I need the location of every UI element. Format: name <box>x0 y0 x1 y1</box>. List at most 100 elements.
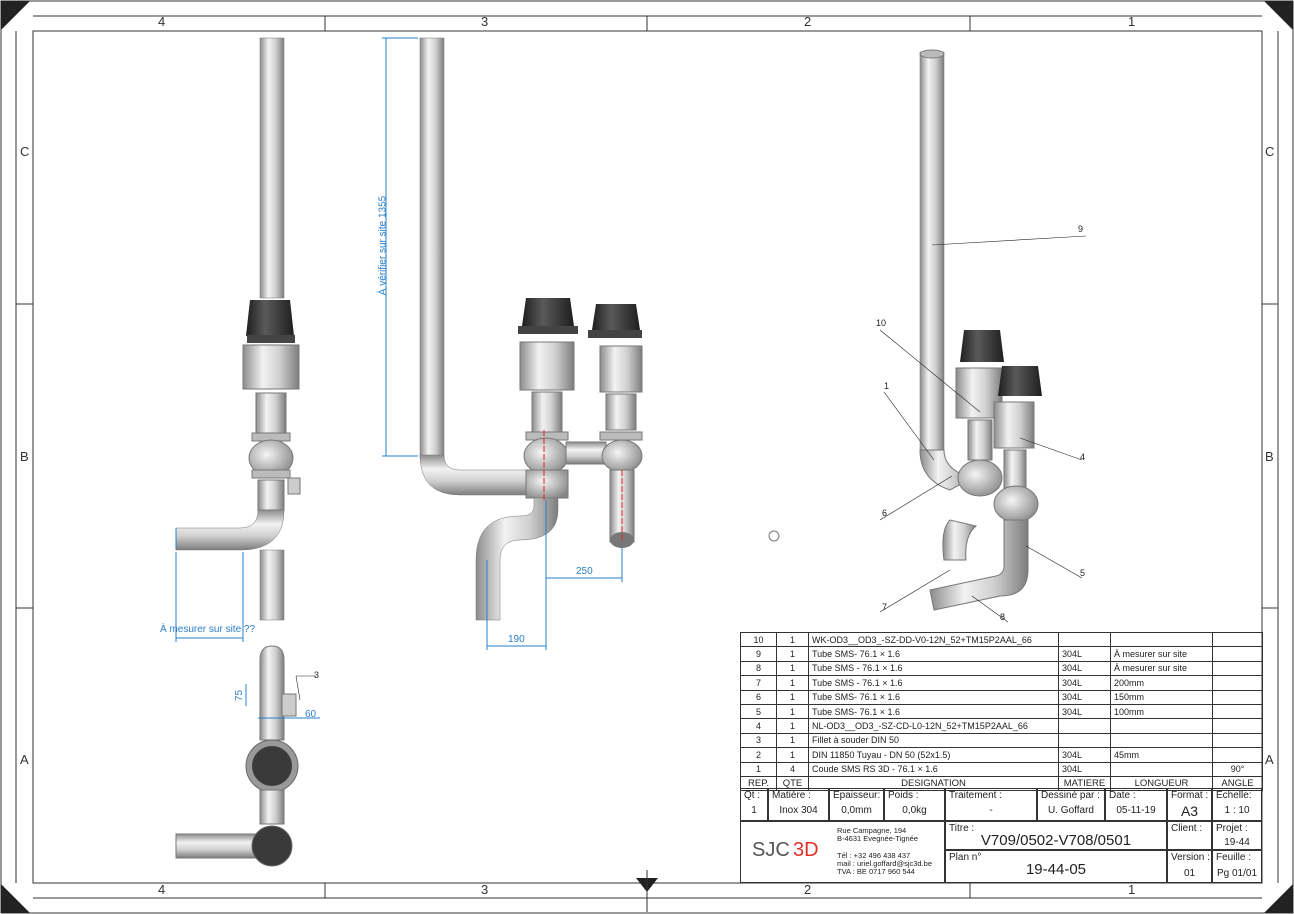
balloon-10: 10 <box>876 318 887 328</box>
bom-cell-angle <box>1212 747 1263 763</box>
tb-feuille: Feuille : Pg 01/01 <box>1212 850 1262 883</box>
bom-cell-longueur <box>1110 732 1213 749</box>
bom-cell-qte: 1 <box>776 689 809 705</box>
tb-qt: Qt : 1 <box>740 788 768 821</box>
bom-header-matiere: MATIERE <box>1058 775 1111 792</box>
balloon-6: 6 <box>882 508 888 518</box>
zone-top-4: 4 <box>158 14 166 29</box>
bom-cell-rep: 10 <box>740 631 777 648</box>
balloon-9: 9 <box>1078 224 1084 234</box>
tb-client: Client : <box>1167 821 1212 850</box>
bom-cell-designation: Tube SMS- 76.1 × 1.6 <box>808 703 1059 720</box>
tb-format: Format : A3 <box>1167 788 1212 821</box>
tb-matiere: Matière : Inox 304 <box>768 788 829 821</box>
dimension-measure-site: À mesurer sur site ?? <box>160 624 256 635</box>
tb-projet: Projet : 19-44 <box>1212 821 1262 850</box>
bom-cell-matiere: 304L <box>1058 689 1111 705</box>
bom-cell-qte: 1 <box>776 675 809 691</box>
bom-cell-rep: 5 <box>740 703 777 720</box>
zone-bottom-4: 4 <box>158 882 166 897</box>
tb-date: Date : 05-11-19 <box>1105 788 1167 821</box>
bom-cell-designation: Tube SMS- 76.1 × 1.6 <box>808 646 1059 662</box>
balloon-8: 8 <box>1000 612 1006 622</box>
dimension-190: 190 <box>508 634 525 645</box>
bom-cell-qte: 4 <box>776 761 809 777</box>
zone-left-c: C <box>20 144 30 159</box>
balloon-3: 3 <box>314 670 320 680</box>
view-left-elevation <box>175 37 301 642</box>
bom-cell-qte: 1 <box>776 732 809 749</box>
company-address-2: B-4631 Evegnée-Tignée <box>837 834 919 843</box>
bom-cell-angle <box>1212 703 1263 720</box>
bom-cell-qte: 1 <box>776 660 809 677</box>
tb-plan: Plan n° 19-44-05 <box>945 850 1167 883</box>
zone-bottom-2: 2 <box>804 882 812 897</box>
zone-right-b: B <box>1265 449 1274 464</box>
bom-cell-matiere: 304L <box>1058 660 1111 677</box>
bom-cell-longueur <box>1110 631 1213 648</box>
bom-cell-matiere: 304L <box>1058 703 1111 720</box>
bom-cell-longueur: 150mm <box>1110 689 1213 705</box>
bom-cell-matiere: 304L <box>1058 675 1111 691</box>
bom-cell-designation: Fillet à souder DIN 50 <box>808 732 1059 749</box>
bom-cell-rep: 8 <box>740 660 777 677</box>
bom-cell-rep: 1 <box>740 761 777 777</box>
bom-cell-rep: 3 <box>740 732 777 749</box>
bom-cell-rep: 4 <box>740 718 777 734</box>
bom-cell-qte: 1 <box>776 747 809 763</box>
bom-cell-matiere: 304L <box>1058 761 1111 777</box>
svg-text:3D: 3D <box>793 839 819 861</box>
tb-epaisseur: Epaisseur: 0,0mm <box>829 788 884 821</box>
sjc3d-logo-art: SJC 3D <box>752 839 819 861</box>
bom-cell-angle <box>1212 675 1263 691</box>
tb-echelle: Echelle: 1 : 10 <box>1212 788 1262 821</box>
balloon-4: 4 <box>1080 452 1086 462</box>
bom-cell-longueur: 45mm <box>1110 747 1213 763</box>
bom-cell-longueur: 200mm <box>1110 675 1213 691</box>
dimension-75: 75 <box>234 689 246 702</box>
bom-cell-rep: 9 <box>740 646 777 662</box>
bom-cell-matiere <box>1058 732 1111 749</box>
bom-cell-designation: DIN 11850 Tuyau - DN 50 (52x1.5) <box>808 747 1059 763</box>
bom-cell-qte: 1 <box>776 631 809 648</box>
zone-left-b: B <box>20 449 29 464</box>
zone-top-3: 3 <box>481 14 489 29</box>
bom-header-rep: REP. <box>740 775 777 792</box>
zone-right-c: C <box>1265 144 1275 159</box>
bom-cell-qte: 1 <box>776 718 809 734</box>
bom-cell-designation: Coude SMS RS 3D - 76.1 × 1.6 <box>808 761 1059 777</box>
balloon-1: 1 <box>884 381 890 391</box>
bom-cell-angle: 90° <box>1212 761 1263 777</box>
zone-bottom-1: 1 <box>1128 882 1136 897</box>
bom-cell-angle <box>1212 631 1263 648</box>
zone-right-a: A <box>1265 752 1274 767</box>
bom-cell-longueur <box>1110 761 1213 777</box>
bom-cell-rep: 7 <box>740 675 777 691</box>
bom-cell-qte: 1 <box>776 646 809 662</box>
tb-titre: Titre : V709/0502-V708/0501 <box>945 821 1167 850</box>
bom-cell-rep: 2 <box>740 747 777 763</box>
view-front-elevation <box>382 37 643 650</box>
bom-cell-qte: 1 <box>776 703 809 720</box>
zone-left-a: A <box>20 752 29 767</box>
tb-company: Rue Campagne, 194 B-4631 Evegnée-Tignée … <box>740 821 945 883</box>
tb-version: Version : 01 <box>1167 850 1212 883</box>
bom-cell-designation: NL-OD3__OD3_-SZ-CD-L0-12N_52+TM15P2AAL_6… <box>808 718 1059 734</box>
bom-cell-angle <box>1212 718 1263 734</box>
zone-bottom-3: 3 <box>481 882 489 897</box>
bom-cell-matiere: 304L <box>1058 646 1111 662</box>
company-tel: Tél : +32 496 438 437 <box>837 851 911 860</box>
bom-cell-matiere: 304L <box>1058 747 1111 763</box>
balloon-5: 5 <box>1080 568 1086 578</box>
company-address-1: Rue Campagne, 194 <box>837 826 907 835</box>
bom-cell-longueur: 100mm <box>1110 703 1213 720</box>
svg-text:SJC: SJC <box>752 839 790 861</box>
